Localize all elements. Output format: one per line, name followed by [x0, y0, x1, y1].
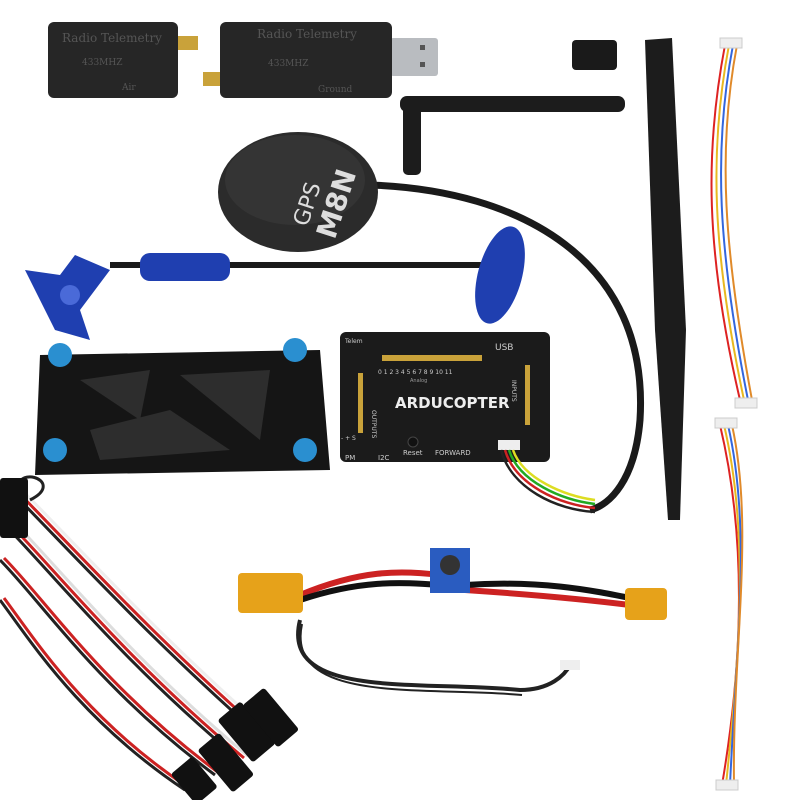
- fpv-antenna-mount: [25, 226, 525, 340]
- power-module: [238, 548, 667, 696]
- servo-cables: [0, 475, 274, 792]
- jst-cable-bottom: [714, 417, 744, 791]
- fc-usb-label: USB: [495, 343, 513, 353]
- xt60-connector: [625, 588, 667, 620]
- telemetry-air-module: Radio Telemetry 433MHZ Air: [48, 22, 198, 98]
- xt60-connector: [238, 573, 303, 613]
- servo-connectors: [0, 478, 299, 800]
- fc-analog-label: Analog: [410, 378, 427, 384]
- telemetry-role: Air: [121, 83, 136, 93]
- gps-puck: GPS M8N: [218, 132, 378, 252]
- telemetry-role: Ground: [318, 85, 353, 95]
- fc-analog-pins: 0 1 2 3 4 5 6 7 8 9 10 11: [378, 369, 453, 376]
- fc-i2c-label: I2C: [378, 454, 390, 462]
- frame-plate: [35, 338, 330, 475]
- fc-telem-label: Telem: [344, 338, 363, 345]
- fc-forward-label: FORWARD: [435, 449, 471, 457]
- fc-power-marks: - + S: [341, 435, 356, 442]
- usb-plug: [390, 38, 438, 76]
- telemetry-title: Radio Telemetry: [62, 31, 162, 45]
- fc-inputs-label: INPUTS: [510, 380, 517, 402]
- sma-connector: [176, 36, 198, 50]
- telemetry-title: Radio Telemetry: [257, 27, 357, 41]
- fc-brand: ARDUCOPTER: [395, 394, 510, 412]
- fc-pm-label: PM: [345, 454, 355, 462]
- fc-reset-label: Reset: [403, 449, 423, 457]
- fc-outputs-label: OUTPUTS: [370, 410, 377, 438]
- sma-connector: [203, 72, 221, 86]
- flight-controller: Telem USB 0 1 2 3 4 5 6 7 8 9 10 11 Anal…: [340, 332, 550, 462]
- jst-cable-top: [710, 37, 758, 409]
- tall-antenna: [572, 38, 686, 520]
- small-antenna: [400, 96, 625, 175]
- reset-button: [407, 436, 419, 448]
- telemetry-freq: 433MHZ: [268, 59, 309, 69]
- telemetry-ground-module: Radio Telemetry 433MHZ Ground: [203, 22, 438, 98]
- fc-wires: [499, 449, 596, 514]
- telemetry-freq: 433MHZ: [82, 58, 123, 68]
- gps-cable: [369, 181, 645, 514]
